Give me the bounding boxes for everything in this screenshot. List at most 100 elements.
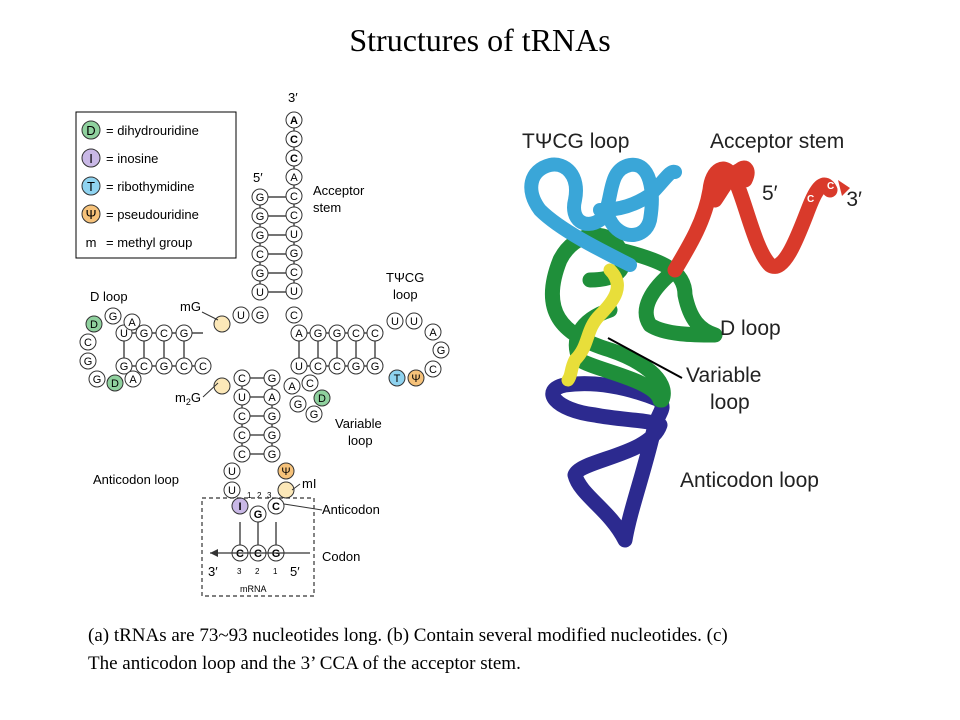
anticodon-arm-tube <box>545 376 670 548</box>
svg-text:G: G <box>371 361 380 373</box>
acceptor-stem-tube <box>667 160 838 278</box>
anticodon-loop-nucleotide: U <box>223 462 241 480</box>
junction-nucleotide: G <box>251 306 269 324</box>
tpsicg-loop-tube <box>524 157 682 272</box>
anticodon-stem-nucleotide: C <box>233 407 251 425</box>
acceptor-3-nucleotide: C <box>285 263 303 281</box>
t-stem-nucleotide: A <box>290 324 308 342</box>
svg-text:G: G <box>437 345 446 357</box>
svg-text:D: D <box>111 378 119 390</box>
five-prime-label: 5′ <box>762 182 778 205</box>
t-loop-nucleotide: U <box>386 312 404 330</box>
variable-loop-label-2: loop <box>348 433 373 448</box>
acceptor-5-nucleotide: G <box>251 188 269 206</box>
page-title: Structures of tRNAs <box>349 22 611 58</box>
anticodon-codon-box <box>201 497 315 597</box>
svg-text:G: G <box>256 211 265 223</box>
acceptor-3-nucleotide: U <box>285 282 303 300</box>
t-loop-nucleotide: T <box>388 369 406 387</box>
svg-text:G: G <box>180 328 189 340</box>
anticodon-stem-nucleotide: C <box>233 445 251 463</box>
variable-loop-label: Variable <box>335 416 382 431</box>
svg-text:G: G <box>268 373 277 385</box>
legend-text: = pseudouridine <box>106 207 199 222</box>
d-loop-nucleotide: C <box>79 333 97 351</box>
svg-text:U: U <box>237 310 245 322</box>
d-loop-nucleotide: A <box>123 313 141 331</box>
svg-text:G: G <box>333 328 342 340</box>
t-stem-nucleotide: C <box>309 357 327 375</box>
svg-text:D: D <box>90 319 98 331</box>
legend-swatch <box>81 120 101 140</box>
t-stem-nucleotide: G <box>328 324 346 342</box>
svg-text:U: U <box>238 392 246 404</box>
legend-text: = ribothymidine <box>106 179 195 194</box>
tpsicg-loop-label: TΨCG loop <box>522 130 629 153</box>
d-loop-label: D loop <box>90 289 128 304</box>
variable-loop-tube <box>561 263 624 387</box>
m2g-label: m2G <box>175 390 201 407</box>
svg-text:G: G <box>310 409 319 421</box>
t-stem-nucleotide: G <box>347 357 365 375</box>
svg-text:U: U <box>290 286 298 298</box>
anticodon-nucleotide: C <box>267 497 285 515</box>
acceptor-stem-label: Acceptor stem <box>710 130 844 153</box>
svg-text:C: C <box>180 361 188 373</box>
svg-text:U: U <box>120 328 128 340</box>
svg-text:U: U <box>228 466 236 478</box>
anticodon-nucleotide: I <box>231 497 249 515</box>
d-loop-nucleotide: G <box>79 352 97 370</box>
t-stem-nucleotide: G <box>366 357 384 375</box>
svg-text:C: C <box>140 361 148 373</box>
d-loop-label: D loop <box>720 317 781 340</box>
acceptor-5-nucleotide: G <box>251 207 269 225</box>
svg-text:T: T <box>394 373 401 385</box>
mi-label: mI <box>302 476 316 491</box>
variable-loop-nucleotide: A <box>283 377 301 395</box>
anticodon-loop-nucleotide: U <box>223 481 241 499</box>
acceptor-3-nucleotide: G <box>285 244 303 262</box>
caption: (a) tRNAs are 73~93 nucleotides long. (b… <box>88 622 888 678</box>
svg-text:G: G <box>120 361 129 373</box>
svg-text:A: A <box>128 317 136 329</box>
svg-text:C: C <box>272 501 280 513</box>
mi-pointer <box>291 483 301 491</box>
junction-nucleotide: U <box>232 306 250 324</box>
legend-swatch <box>81 148 101 168</box>
svg-text:G: G <box>268 449 277 461</box>
svg-text:G: G <box>256 192 265 204</box>
svg-text:C: C <box>290 210 298 222</box>
cca-c1: C <box>827 181 834 192</box>
d-stem-nucleotide: C <box>155 324 173 342</box>
svg-text:A: A <box>288 381 296 393</box>
svg-text:A: A <box>290 172 298 184</box>
svg-text:I: I <box>238 501 241 513</box>
svg-text:G: G <box>254 509 263 521</box>
d-loop-nucleotide: G <box>104 307 122 325</box>
svg-text:Ψ: Ψ <box>281 466 290 478</box>
legend-text: = inosine <box>106 151 158 166</box>
d-stem-nucleotide: C <box>194 357 212 375</box>
anticodon-nucleotide: G <box>249 505 267 523</box>
svg-text:G: G <box>256 310 265 322</box>
svg-text:G: G <box>290 248 299 260</box>
caption-line-1: (a) tRNAs are 73~93 nucleotides long. (b… <box>88 625 728 646</box>
svg-text:G: G <box>294 399 303 411</box>
anticodon-loop-label: Anticodon loop <box>93 472 179 487</box>
anticodon-stem-nucleotide: C <box>233 369 251 387</box>
svg-text:C: C <box>333 361 341 373</box>
legend-swatch <box>81 176 101 196</box>
d-stem-nucleotide: C <box>175 357 193 375</box>
d-stem-nucleotide: G <box>135 324 153 342</box>
acceptor-stem-label: Acceptor <box>313 183 365 198</box>
d-loop-nucleotide: D <box>106 374 124 392</box>
mod-nucleotide <box>277 481 295 499</box>
acceptor-5-nucleotide: C <box>251 245 269 263</box>
legend-box <box>75 111 237 259</box>
codon-position-number: 2 <box>255 567 260 576</box>
svg-text:C: C <box>238 430 246 442</box>
svg-text:C: C <box>238 411 246 423</box>
svg-text:G: G <box>256 230 265 242</box>
